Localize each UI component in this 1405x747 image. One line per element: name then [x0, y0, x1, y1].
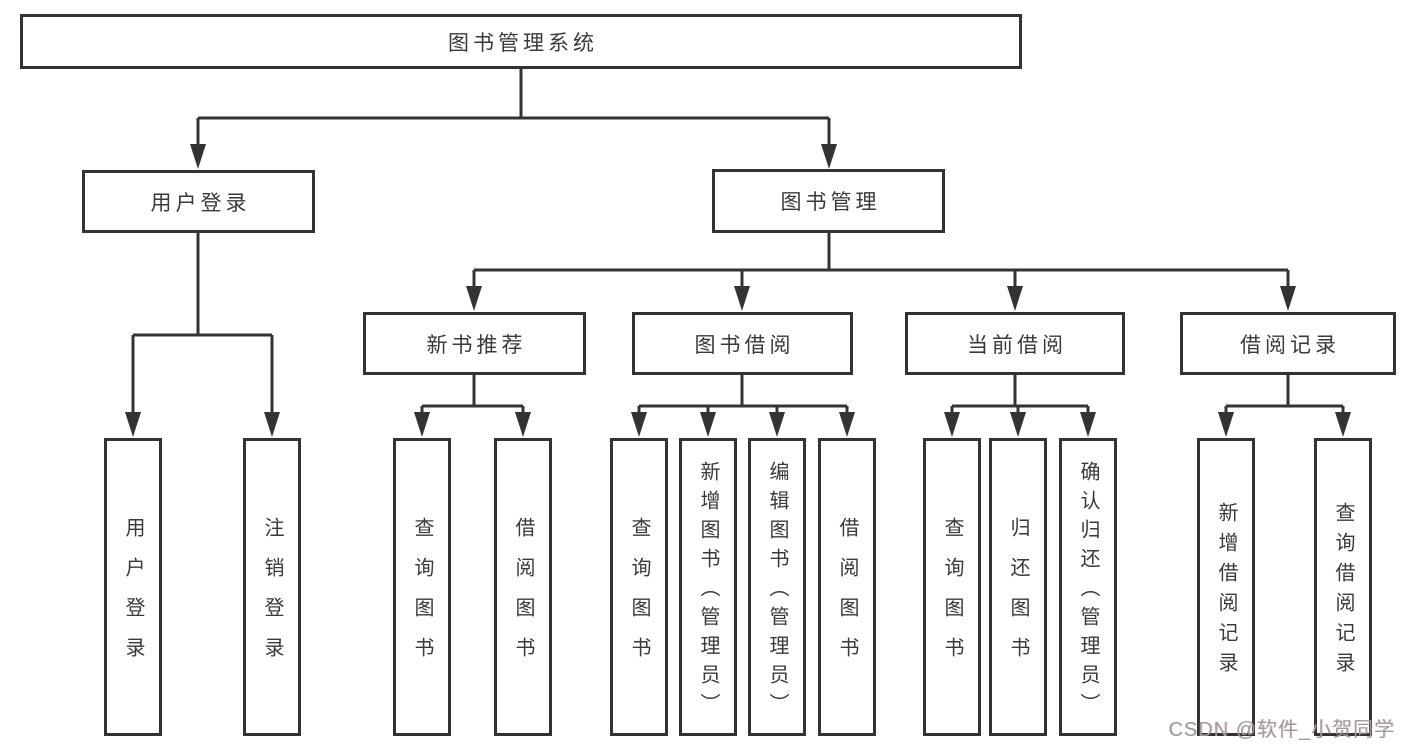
leaf-edit-books-admin-label: 编辑图书（管理员） [766, 461, 788, 722]
leaf-add-books-admin-label: 新增图书（管理员） [697, 461, 719, 722]
node-book-management-label: 图书管理 [780, 191, 881, 214]
leaf-return-books: 归还图书 [989, 438, 1047, 736]
leaf-query-books-borrowing: 查询图书 [610, 438, 668, 736]
leaf-borrow-books-recommend: 借阅图书 [494, 438, 552, 736]
leaf-query-borrow-record: 查询借阅记录 [1314, 438, 1372, 736]
leaf-query-books-current: 查询图书 [923, 438, 981, 736]
leaf-return-books-label: 归还图书 [1007, 517, 1029, 677]
node-book-borrowing-label: 图书借阅 [694, 333, 795, 357]
node-library-system-label: 图书管理系统 [448, 31, 598, 55]
leaf-query-books-recommend-label: 查询图书 [411, 517, 433, 677]
leaf-add-borrow-record-label: 新增借阅记录 [1215, 502, 1237, 682]
node-new-book-recommendation-label: 新书推荐 [426, 333, 527, 357]
node-library-system: 图书管理系统 [20, 14, 1022, 69]
node-borrowing-records: 借阅记录 [1180, 312, 1396, 375]
leaf-user-login-label: 用户登录 [122, 517, 144, 677]
leaf-query-books-current-label: 查询图书 [941, 517, 963, 677]
leaf-confirm-return-admin-label: 确认归还（管理员） [1077, 461, 1099, 722]
leaf-query-books-recommend: 查询图书 [393, 438, 451, 736]
csdn-watermark: CSDN @软件_小贺同学 [1168, 719, 1395, 741]
leaf-confirm-return-admin: 确认归还（管理员） [1059, 438, 1117, 736]
node-borrowing-records-label: 借阅记录 [1240, 333, 1340, 357]
leaf-user-login: 用户登录 [104, 438, 162, 736]
leaf-borrow-books-recommend-label: 借阅图书 [512, 517, 534, 677]
leaf-logout: 注销登录 [243, 438, 301, 736]
node-new-book-recommendation: 新书推荐 [363, 312, 586, 375]
node-book-management: 图书管理 [712, 169, 945, 233]
node-user-login-label: 用户登录 [150, 191, 251, 215]
leaf-query-borrow-record-label: 查询借阅记录 [1332, 502, 1354, 682]
leaf-add-borrow-record: 新增借阅记录 [1197, 438, 1255, 736]
node-user-login: 用户登录 [82, 170, 315, 233]
node-current-borrowing: 当前借阅 [905, 312, 1125, 375]
leaf-borrow-books: 借阅图书 [818, 438, 876, 736]
leaf-borrow-books-label: 借阅图书 [836, 517, 858, 677]
leaf-add-books-admin: 新增图书（管理员） [679, 438, 737, 736]
leaf-logout-label: 注销登录 [261, 517, 283, 677]
leaf-query-books-borrowing-label: 查询图书 [628, 517, 650, 677]
node-current-borrowing-label: 当前借阅 [967, 333, 1067, 357]
leaf-edit-books-admin: 编辑图书（管理员） [748, 438, 806, 736]
node-book-borrowing: 图书借阅 [632, 312, 853, 375]
